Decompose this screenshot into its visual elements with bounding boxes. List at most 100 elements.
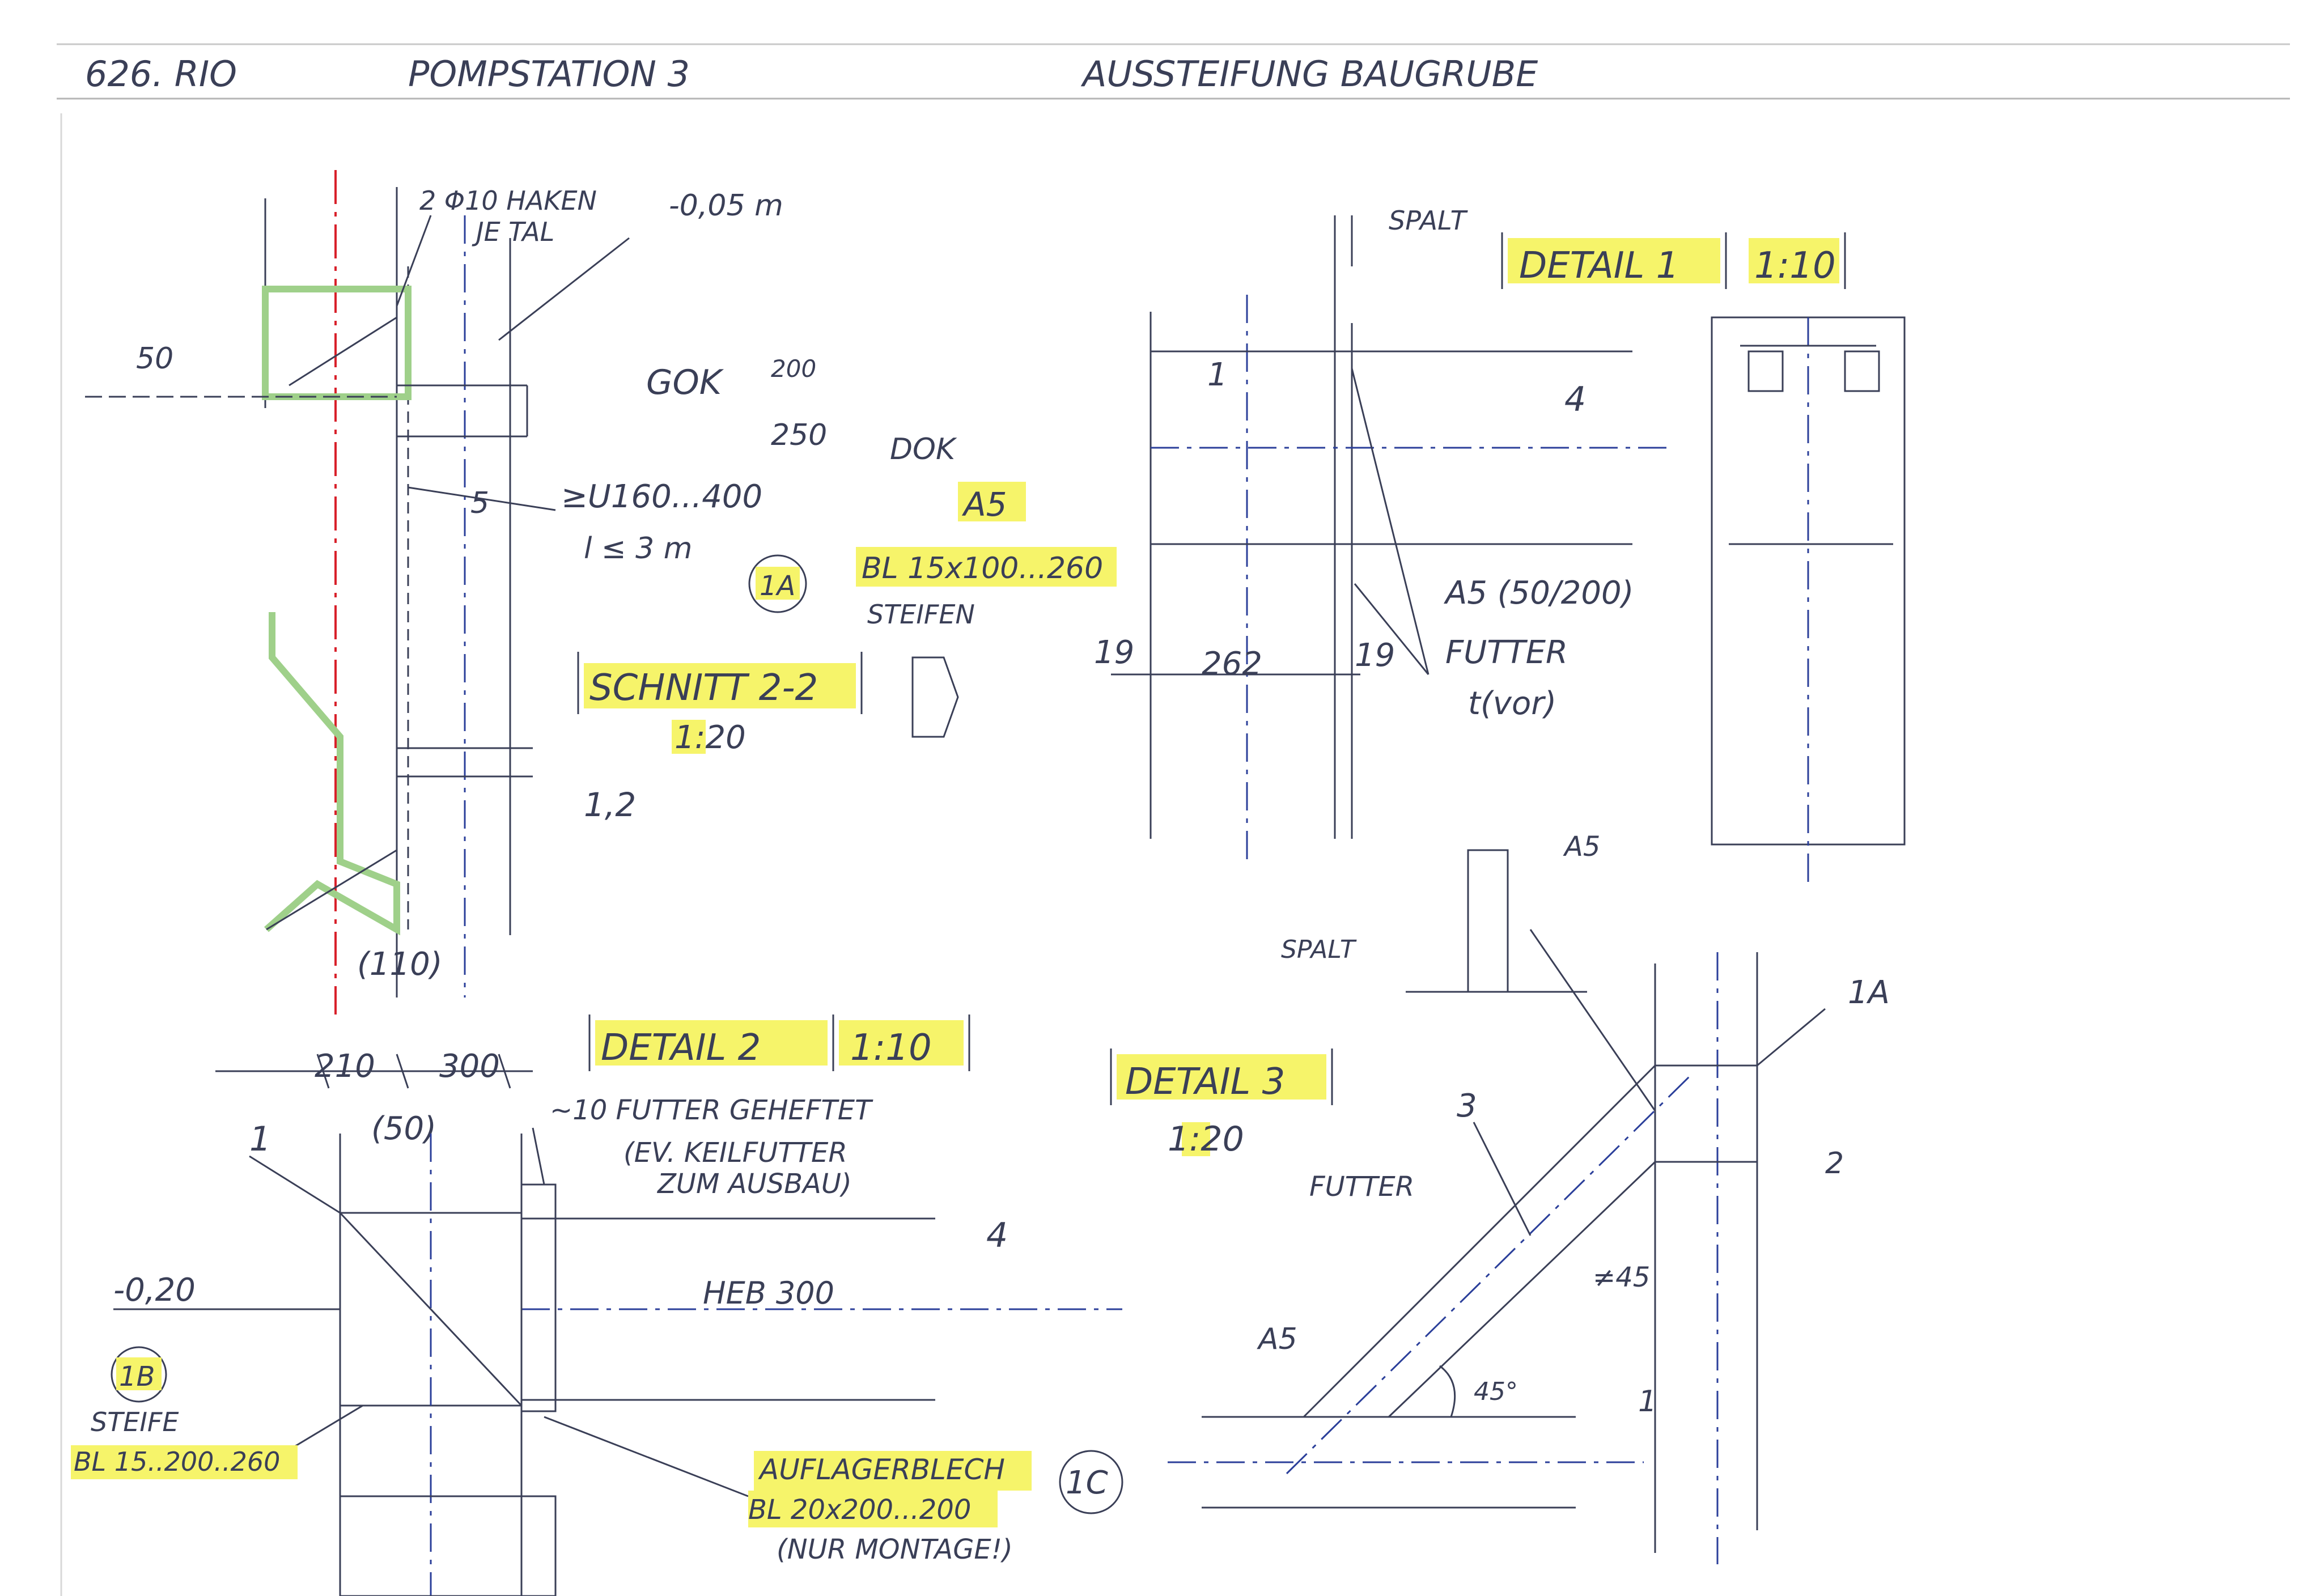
detail-3-item-3: 3	[1457, 1088, 1477, 1124]
detail-1-item-4: 4	[1564, 380, 1586, 419]
dimension-tick-1	[316, 1054, 330, 1089]
dimension-300: 300	[439, 1048, 500, 1085]
section-title: SCHNITT 2-2	[589, 667, 818, 709]
detail-3-title: DETAIL 3	[1125, 1061, 1285, 1103]
beam-length-note: l ≤ 3 m	[584, 532, 692, 566]
detail-1-scale: 1:10	[1754, 245, 1836, 287]
section-cut-symbol	[911, 656, 959, 738]
detail-2	[113, 1127, 1122, 1596]
detail-1-title: DETAIL 1	[1519, 245, 1679, 287]
marker-1a-highlight	[756, 567, 800, 600]
detail-1-title-highlight	[1508, 238, 1720, 283]
detail-2-filler-note-2: (EV. KEILFUTTER	[623, 1137, 847, 1169]
detail-3-title-highlight	[1117, 1054, 1326, 1100]
detail-1-stiffener-diagonal	[1351, 368, 1430, 675]
detail-1-dimension-19b: 19	[1355, 637, 1395, 674]
detail-3-weld: A5	[1257, 1322, 1297, 1356]
detail-1-dimension-262: 262	[1202, 646, 1262, 682]
leader-level	[498, 237, 630, 341]
detail-3	[1168, 849, 1826, 1564]
plate-1c-highlight	[748, 1491, 998, 1527]
dimension-50: 50	[136, 342, 173, 376]
dimension-tick-3	[498, 1054, 511, 1089]
detail-1-spalt: SPALT	[1389, 205, 1469, 236]
dimension-200: 200	[771, 355, 816, 383]
drawing-subject: AUSSTEIFUNG BAUGRUBE	[1080, 53, 1538, 95]
detail-3-angle-dim: ≠45	[1593, 1262, 1650, 1293]
detail-2-item-1-leader	[249, 1155, 341, 1214]
detail-2-filler-note-3: ZUM AUSBAU)	[656, 1168, 852, 1200]
dimension-50b: (50)	[371, 1110, 436, 1147]
section-scale-highlight	[672, 720, 706, 754]
weld-highlight	[958, 482, 1026, 521]
detail-3-leader-spalt	[1529, 929, 1656, 1111]
detail-1-side-plate-top	[1747, 350, 1784, 392]
level-top: -0,05 m	[669, 189, 783, 223]
detail-3-leader-1a	[1757, 1008, 1826, 1067]
detail-1-filler-thickness: t(vor)	[1468, 685, 1556, 722]
plate-1c: BL 20x200...200	[748, 1494, 971, 1526]
detail-3-spalt: SPALT	[1281, 935, 1357, 964]
capping-beam-top	[262, 286, 412, 400]
detail-3-angle-arc	[1439, 1365, 1456, 1417]
rebar-hook	[289, 316, 397, 387]
section-2-2-labels: 2 Φ10 HAKEN JE TAL -0,05 m 50 GOK 200 25…	[136, 185, 1117, 1147]
plate-1a: BL 15x100...260	[862, 551, 1103, 585]
detail-2-support-plate: AUFLAGERBLECH	[758, 1453, 1005, 1486]
marker-1c: 1C	[1066, 1465, 1108, 1501]
detail-2-diagonal	[339, 1212, 523, 1407]
beam-note: ≥U160...400	[561, 478, 762, 515]
top-level-label: DOK	[890, 432, 957, 466]
dimension-210: 210	[315, 1048, 375, 1085]
marker-1a: 1A	[760, 570, 795, 602]
detail-1-filler: FUTTER	[1445, 634, 1568, 671]
dimension-tick-2	[396, 1054, 409, 1089]
detail-1-weld-note: A5 (50/200)	[1444, 575, 1634, 612]
detail-1-leader-filler	[1354, 583, 1430, 675]
detail-3-strut-axis	[1286, 1076, 1690, 1475]
detail-2-item-1: 1	[249, 1119, 271, 1159]
detail-1	[1111, 215, 1906, 884]
marker-1c-circle	[1059, 1450, 1123, 1514]
detail-2-stiffener: STEIFE	[91, 1407, 179, 1437]
detail-2-leader-filler	[532, 1127, 545, 1185]
leader-rebar	[396, 215, 432, 307]
capping-beam-lower	[264, 612, 400, 936]
detail-3-item-1: 1	[1638, 1385, 1657, 1419]
plate-1b-highlight	[71, 1445, 298, 1479]
ground-level-label: GOK	[646, 363, 724, 402]
marker-1b: 1B	[119, 1361, 155, 1393]
detail-1-labels: SPALT DETAIL 1 1:10 1 4 A5 (50/200) FUTT…	[1094, 205, 1846, 863]
detail-2-scale-highlight	[839, 1020, 964, 1066]
detail-2-montage: (NUR MONTAGE!)	[777, 1534, 1013, 1565]
detail-2-title: DETAIL 2	[601, 1027, 761, 1069]
detail-3-spalt-post	[1467, 849, 1509, 993]
weld-a5-section: A5	[961, 485, 1007, 524]
detail-2-item-4: 4	[986, 1216, 1008, 1255]
rebar-note-2: JE TAL	[472, 217, 554, 247]
dimension-110: (110)	[357, 946, 443, 983]
detail-3-strut-bottom	[1388, 1161, 1656, 1418]
detail-2-filler-plates	[520, 1183, 557, 1412]
detail-2-leader-support	[544, 1416, 749, 1497]
section-2-2	[85, 170, 630, 1089]
detail-2-filler-note-1: ~10 FUTTER GEHEFTET	[550, 1094, 873, 1126]
detail-2-level: -0,20	[113, 1272, 196, 1309]
plate-1a-label: STEIFEN	[867, 599, 975, 630]
detail-1-side-plate-top-right	[1844, 350, 1880, 392]
detail-1-weld-a5: A5	[1563, 831, 1600, 863]
detail-3-item-1a: 1A	[1848, 974, 1890, 1011]
brace-diagonal	[266, 849, 397, 931]
detail-3-labels: SPALT DETAIL 3 1:20 FUTTER 1A 2 3 1 A5 4…	[1110, 935, 1890, 1419]
plate-1a-highlight	[856, 547, 1117, 587]
detail-3-item-2: 2	[1825, 1147, 1844, 1181]
detail-2-labels: DETAIL 2 1:10 ~10 FUTTER GEHEFTET (EV. K…	[71, 1015, 1123, 1565]
rebar-note-1: 2 Φ10 HAKEN	[419, 185, 597, 216]
detail-1-item-1: 1	[1207, 356, 1228, 393]
detail-3-strut-top	[1303, 1064, 1656, 1418]
detail-2-scale: 1:10	[850, 1027, 932, 1069]
item-5: 5	[470, 486, 489, 520]
detail-1-dimension-19a: 19	[1094, 634, 1134, 671]
dimension-250: 250	[771, 418, 827, 452]
